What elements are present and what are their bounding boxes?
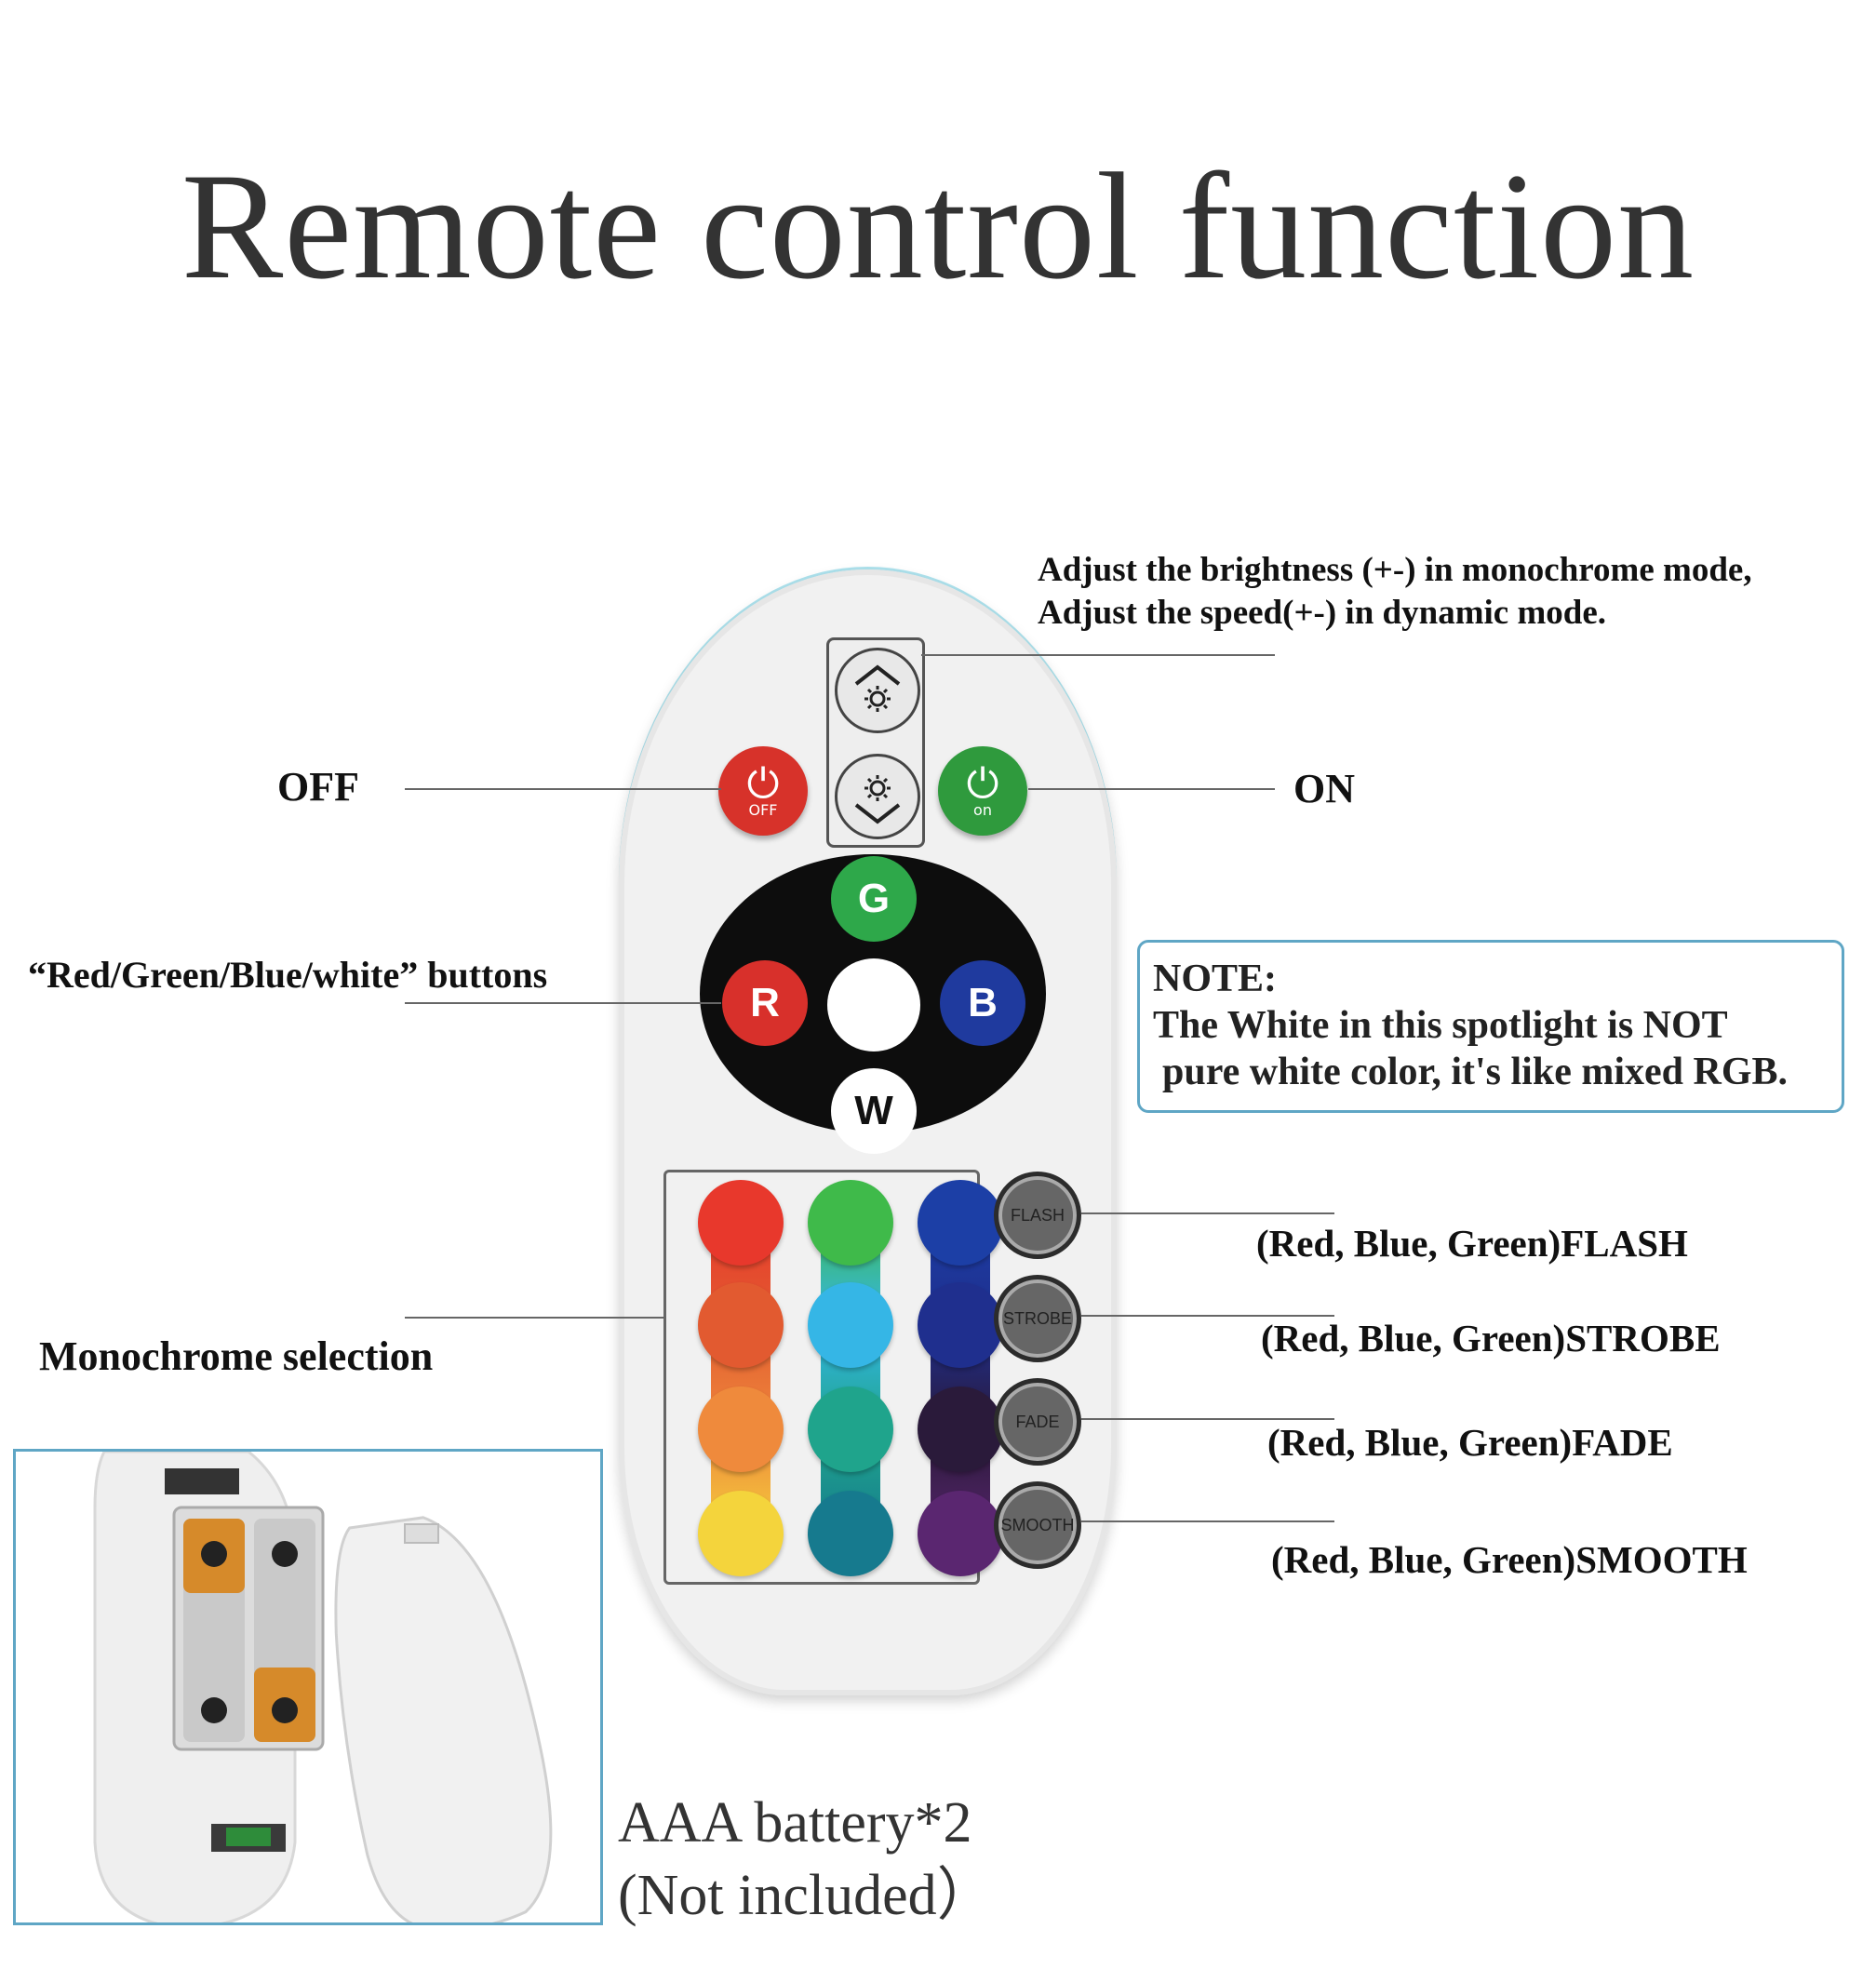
white-center-button[interactable] bbox=[827, 958, 920, 1051]
color-swatch-button[interactable] bbox=[698, 1180, 784, 1266]
note-heading: NOTE: bbox=[1153, 958, 1278, 1000]
color-swatch-button[interactable] bbox=[808, 1282, 893, 1368]
smooth-callout-line bbox=[1081, 1520, 1334, 1522]
monochrome-grid bbox=[663, 1170, 1003, 1585]
off-button-label: OFF bbox=[748, 800, 778, 819]
color-swatch-button[interactable] bbox=[918, 1282, 1003, 1368]
fade-label: (Red, Blue, Green)FADE bbox=[1267, 1421, 1673, 1464]
note-line1: The White in this spotlight is NOT bbox=[1153, 1004, 1728, 1047]
fade-button[interactable]: FADE bbox=[994, 1378, 1081, 1466]
brightness-control bbox=[826, 637, 925, 848]
monochrome-label: Monochrome selection bbox=[39, 1333, 434, 1379]
monochrome-callout-line bbox=[405, 1317, 663, 1319]
fade-callout-line bbox=[1081, 1418, 1334, 1420]
color-swatch-button[interactable] bbox=[698, 1491, 784, 1576]
color-swatch-button[interactable] bbox=[918, 1386, 1003, 1472]
color-swatch-button[interactable] bbox=[918, 1491, 1003, 1576]
off-callout-line bbox=[405, 788, 721, 790]
brightness-callout-line bbox=[921, 654, 1275, 656]
color-swatch-button[interactable] bbox=[808, 1180, 893, 1266]
battery-compartment-illustration bbox=[93, 1452, 553, 1922]
off-button[interactable]: ⏻ OFF bbox=[718, 746, 808, 836]
power-on-icon: ⏻ bbox=[966, 759, 999, 808]
strobe-button[interactable]: STROBE bbox=[994, 1275, 1081, 1362]
color-swatch-button[interactable] bbox=[698, 1386, 784, 1472]
smooth-button[interactable]: SMOOTH bbox=[994, 1481, 1081, 1569]
flash-callout-line bbox=[1081, 1212, 1334, 1214]
color-swatch-button[interactable] bbox=[918, 1180, 1003, 1266]
rgbw-label: “Red/Green/Blue/white” buttons bbox=[28, 954, 548, 996]
battery-caption-line2: (Not included） bbox=[618, 1864, 995, 1927]
strobe-callout-line bbox=[1081, 1315, 1334, 1317]
off-label: OFF bbox=[277, 764, 359, 810]
smooth-label: (Red, Blue, Green)SMOOTH bbox=[1271, 1538, 1748, 1581]
color-swatch-button[interactable] bbox=[808, 1386, 893, 1472]
brightness-down-button[interactable] bbox=[835, 754, 920, 839]
brightness-down-icon bbox=[854, 775, 901, 824]
brightness-up-button[interactable] bbox=[835, 648, 920, 733]
red-button[interactable]: R bbox=[722, 960, 808, 1046]
green-button[interactable]: G bbox=[831, 856, 917, 942]
brightness-label-line2: Adjust the speed(+-) in dynamic mode. bbox=[1038, 594, 1607, 632]
column-bar-middle bbox=[821, 1210, 880, 1545]
power-off-icon: ⏻ bbox=[746, 759, 780, 808]
strobe-label: (Red, Blue, Green)STROBE bbox=[1261, 1317, 1721, 1360]
note-line2: pure white color, it's like mixed RGB. bbox=[1162, 1051, 1788, 1093]
battery-caption: AAA battery*2 (Not included） bbox=[618, 1787, 995, 1932]
on-label: ON bbox=[1293, 766, 1355, 811]
note-box: NOTE: The White in this spotlight is NOT… bbox=[1137, 940, 1844, 1113]
on-button[interactable]: ⏻ on bbox=[938, 746, 1027, 836]
color-swatch-button[interactable] bbox=[698, 1282, 784, 1368]
on-button-label: on bbox=[973, 800, 992, 819]
flash-button[interactable]: FLASH bbox=[994, 1172, 1081, 1259]
flash-label: (Red, Blue, Green)FLASH bbox=[1256, 1222, 1688, 1265]
battery-compartment-image bbox=[13, 1449, 603, 1925]
rgbw-callout-line bbox=[405, 1002, 721, 1004]
battery-caption-line1: AAA battery*2 bbox=[618, 1791, 972, 1855]
color-swatch-button[interactable] bbox=[808, 1491, 893, 1576]
brightness-up-icon bbox=[854, 664, 901, 712]
column-bar-left bbox=[711, 1210, 770, 1545]
column-bar-right bbox=[931, 1210, 990, 1545]
blue-button[interactable]: B bbox=[940, 960, 1025, 1046]
page-title: Remote control function bbox=[181, 142, 1695, 311]
on-callout-line bbox=[1028, 788, 1275, 790]
white-button[interactable]: W bbox=[831, 1068, 917, 1154]
brightness-label: Adjust the brightness (+-) in monochrome… bbox=[1038, 549, 1752, 635]
brightness-label-line1: Adjust the brightness (+-) in monochrome… bbox=[1038, 551, 1752, 589]
